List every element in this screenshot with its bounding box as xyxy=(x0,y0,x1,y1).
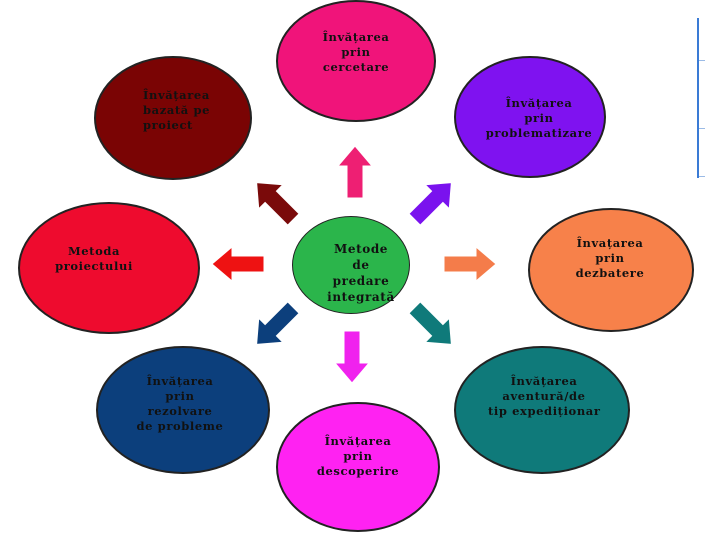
node-label-line: Învațarea xyxy=(576,236,644,250)
node-label-line: proiectului xyxy=(55,259,133,273)
node-cercetare-label: Învățarea prin cercetare xyxy=(310,30,402,75)
node-rezolvare-label: Învățarea prin rezolvare de probleme xyxy=(132,374,228,434)
node-label-line: bazată pe xyxy=(143,103,210,117)
node-label-line: rezolvare xyxy=(147,404,213,418)
slide-edge-tick xyxy=(699,128,705,129)
node-label-line: cercetare xyxy=(322,60,390,74)
node-label-line: Învățarea xyxy=(146,374,214,388)
arrow-down-right xyxy=(408,301,452,345)
node-label-line: Învățarea xyxy=(324,434,392,448)
node-proiectului xyxy=(18,202,200,334)
node-label-line: dezbatere xyxy=(575,266,645,280)
node-label-line: descoperire xyxy=(316,464,400,478)
node-label-line: prin xyxy=(524,111,554,125)
arrow-down-left xyxy=(256,301,300,345)
node-label-line: Învățarea xyxy=(143,88,210,102)
center-label-line: de xyxy=(352,258,370,272)
node-aventura-label: Învățarea aventură/de tip expediționar xyxy=(488,374,600,419)
node-rezolvare xyxy=(96,346,270,474)
node-label-line: proiect xyxy=(143,118,193,132)
node-aventura xyxy=(454,346,630,474)
arrow-right xyxy=(443,245,497,283)
node-cercetare xyxy=(276,0,436,122)
arrow-up-right xyxy=(408,182,452,226)
node-proiect xyxy=(94,56,252,180)
node-label-line: Învățarea xyxy=(510,374,578,388)
node-dezbatere xyxy=(528,208,694,332)
node-label-line: prin xyxy=(341,45,371,59)
arrow-left xyxy=(211,245,265,283)
node-label-line: de probleme xyxy=(136,419,224,433)
arrow-down xyxy=(333,330,371,384)
node-label-line: prin xyxy=(595,251,625,265)
node-dezbatere-label: Învațarea prin dezbatere xyxy=(560,236,660,281)
node-label-line: aventură/de xyxy=(502,389,586,403)
center-label-line: Metode xyxy=(333,242,389,256)
node-label-line: problematizare xyxy=(485,126,593,140)
slide-edge-tick xyxy=(699,60,705,61)
slide-edge-line xyxy=(697,18,699,178)
arrow-up-left xyxy=(256,182,300,226)
slide-edge-tick xyxy=(699,176,705,177)
node-descoperire-label: Învățarea prin descoperire xyxy=(310,434,406,479)
node-label-line: tip expediționar xyxy=(488,404,601,418)
node-problematizare xyxy=(454,56,606,178)
center-label-line: predare xyxy=(332,274,390,288)
center-node xyxy=(292,216,410,314)
center-label-line: integrată xyxy=(327,290,395,304)
node-label-line: Metoda xyxy=(67,244,121,258)
node-label-line: prin xyxy=(165,389,195,403)
node-label-line: prin xyxy=(343,449,373,463)
center-label: Metode de predare integrată xyxy=(316,241,406,305)
arrows-layer xyxy=(211,145,497,384)
node-proiect-label: Învățarea bazată pe proiect xyxy=(143,88,239,133)
node-label-line: Învățarea xyxy=(505,96,573,110)
node-label-line: Învățarea xyxy=(322,30,390,44)
node-descoperire xyxy=(276,402,440,532)
node-problematizare-label: Învățarea prin problematizare xyxy=(484,96,594,141)
arrow-up xyxy=(336,145,374,199)
node-proiectului-label: Metoda proiectului xyxy=(46,244,142,274)
